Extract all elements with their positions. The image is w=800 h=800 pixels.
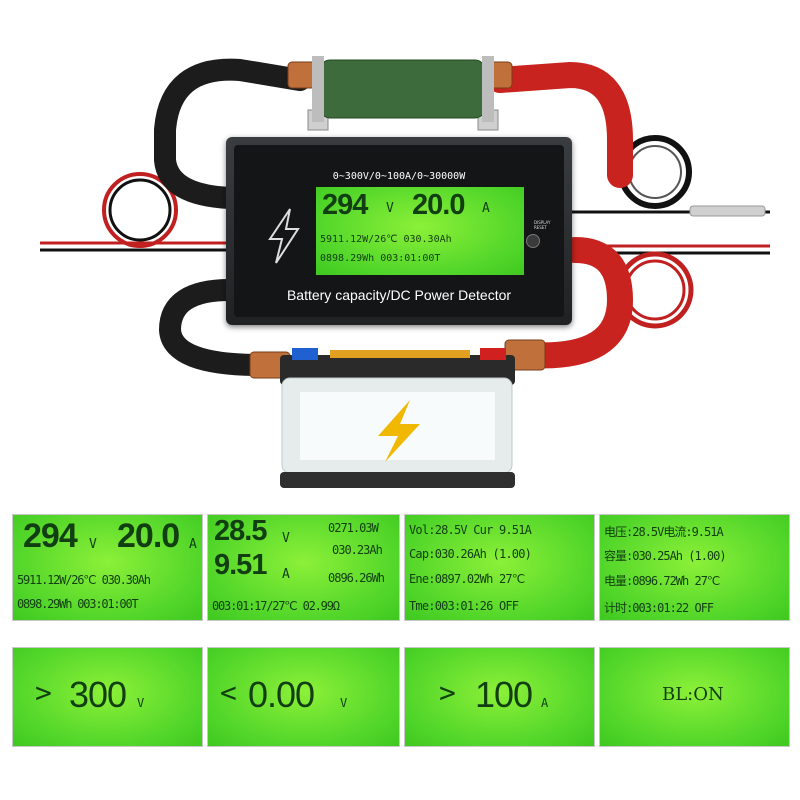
range-label: 0~300V/0~100A/0~30000W <box>332 171 466 182</box>
voltage-reading: 294 <box>23 517 78 555</box>
comparison-symbol: < <box>220 676 237 709</box>
power-reading: 0271.03W <box>328 521 379 535</box>
energy-reading: 0896.26Wh <box>328 571 385 585</box>
lcd-panel-under-voltage: < 0.00 V <box>207 647 400 747</box>
panel-line-2: 0898.29Wh 003:01:00T <box>17 597 139 611</box>
lcd-panel-4: 电压:28.5V电流:9.51A 容量:030.25Ah (1.00) 电量:0… <box>599 514 790 621</box>
voltage-unit: V <box>386 201 394 216</box>
voltage-reading: 294 <box>322 189 368 221</box>
lcd-panel-backlight: BL:ON <box>599 647 790 747</box>
current-unit: A <box>189 537 197 552</box>
panel-row-3: Ene:0897.02Wh 27℃ <box>409 572 525 586</box>
current-unit: A <box>282 567 290 582</box>
thick-cables <box>154 58 634 376</box>
button-label: DISPLAY RESET <box>534 220 551 230</box>
panel-row-3: 电量:0896.72Wh 27℃ <box>604 574 720 588</box>
limit-unit: V <box>137 696 145 710</box>
resistor <box>307 56 499 131</box>
capacity-reading: 030.23Ah <box>332 543 383 557</box>
current-reading: 20.0 <box>412 189 465 221</box>
comparison-symbol: > <box>439 676 456 709</box>
power-detector-device: 0~300V/0~100A/0~30000W 294 V 20.0 A 5911… <box>226 137 572 325</box>
lcd-panel-over-voltage: > 300 V <box>12 647 203 747</box>
screen-line-2: 0898.29Wh 003:01:00T <box>320 253 441 264</box>
battery <box>280 348 515 488</box>
comparison-symbol: > <box>35 676 52 709</box>
limit-unit: V <box>340 696 348 710</box>
power-lightning-icon <box>268 208 300 264</box>
device-face: 0~300V/0~100A/0~30000W 294 V 20.0 A 5911… <box>234 145 564 317</box>
lightning-icon <box>378 400 420 462</box>
limit-value: 300 <box>69 674 127 715</box>
lcd-panel-1: 294 V 20.0 A 5911.12W/26℃ 030.30Ah 0898.… <box>12 514 203 621</box>
panel-row-1: Vol:28.5V Cur 9.51A <box>409 523 532 537</box>
screen-line-1: 5911.12W/26℃ 030.30Ah <box>320 234 452 245</box>
backlight-status: BL:ON <box>662 684 724 705</box>
limit-value: 0.00 <box>248 674 315 715</box>
panel-row-4: 计时:003:01:22 OFF <box>604 601 714 615</box>
device-lcd-screen: 294 V 20.0 A 5911.12W/26℃ 030.30Ah 0898.… <box>316 187 524 275</box>
limit-value: 100 <box>475 674 533 715</box>
product-illustration <box>40 56 770 488</box>
lcd-panel-2: 28.5 V 9.51 A 0271.03W 030.23Ah 0896.26W… <box>207 514 400 621</box>
panel-row-4: Tme:003:01:26 OFF <box>409 599 519 613</box>
panel-row-2: 容量:030.25Ah (1.00) <box>604 549 727 563</box>
current-reading: 9.51 <box>214 549 267 581</box>
voltage-reading: 28.5 <box>214 515 267 547</box>
device-caption: Battery capacity/DC Power Detector <box>286 287 512 303</box>
lcd-panel-over-current: > 100 A <box>404 647 595 747</box>
lcd-panel-3: Vol:28.5V Cur 9.51A Cap:030.26Ah (1.00) … <box>404 514 595 621</box>
current-reading: 20.0 <box>117 517 180 555</box>
panel-row-1: 电压:28.5V电流:9.51A <box>604 525 724 539</box>
voltage-unit: V <box>89 537 97 552</box>
display-reset-button[interactable] <box>526 234 540 248</box>
panel-line-1: 5911.12W/26℃ 030.30Ah <box>17 573 151 587</box>
panel-bottom-line: 003:01:17/27℃ 02.99Ω <box>212 599 340 613</box>
thin-wires <box>40 135 770 329</box>
voltage-unit: V <box>282 531 290 546</box>
panel-row-2: Cap:030.26Ah (1.00) <box>409 547 532 561</box>
current-unit: A <box>482 201 490 216</box>
limit-unit: A <box>541 696 549 710</box>
